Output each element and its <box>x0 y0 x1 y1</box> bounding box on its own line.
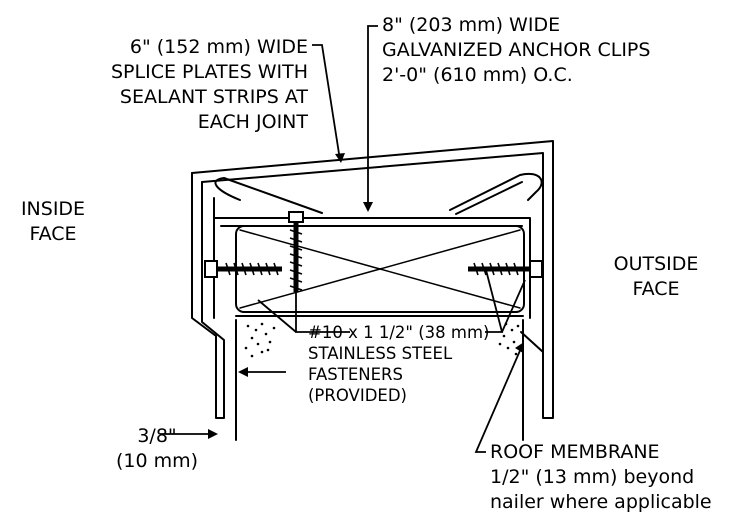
anchor-clip-left-hook <box>214 177 323 214</box>
right-horizontal-screw <box>468 260 543 278</box>
left-horizontal-screw <box>204 260 282 278</box>
inside-face-label: INSIDE FACE <box>20 198 86 245</box>
fasteners-label: #10 x 1 1/2" (38 mm) STAINLESS STEEL FAS… <box>308 323 490 405</box>
outside-face-label: OUTSIDE FACE <box>613 253 699 300</box>
roof-membrane-label: ROOF MEMBRANE 1/2" (13 mm) beyond nailer… <box>490 441 712 513</box>
sealant-stipple <box>244 322 520 358</box>
anchor-clips-label: 8" (203 mm) WIDE GALVANIZED ANCHOR CLIPS… <box>382 14 651 86</box>
vertical-screw <box>288 211 304 292</box>
gap-dimension-label: 3/8" (10 mm) <box>115 425 199 472</box>
anchor-clip <box>213 217 531 319</box>
anchor-clip-right-hook <box>449 172 543 211</box>
leader-anchor-clips <box>367 25 378 208</box>
coping-cap-inner <box>201 152 544 413</box>
leader-roof-membrane <box>474 345 523 453</box>
leader-splice-plates <box>312 44 341 161</box>
anchor-clip-right-hook-2 <box>455 181 523 215</box>
coping-cap-outer <box>191 140 554 419</box>
splice-plates-label: 6" (152 mm) WIDE SPLICE PLATES WITH SEAL… <box>110 36 308 133</box>
coping-cap-left-leg <box>191 172 225 419</box>
